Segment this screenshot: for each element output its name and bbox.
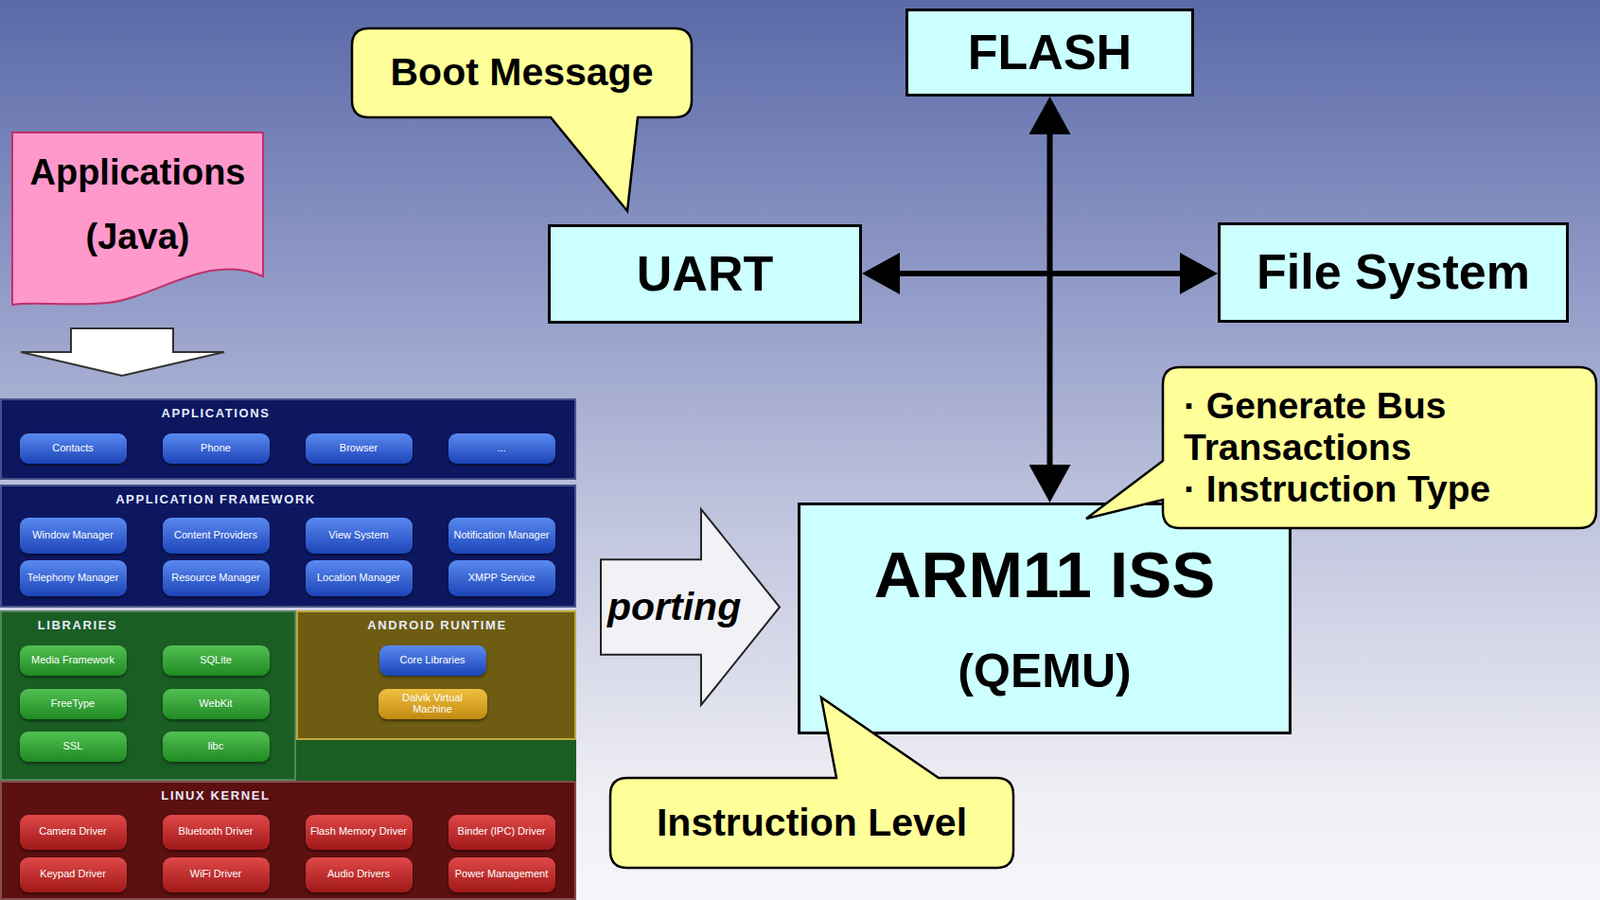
node-label: Notification Manager <box>454 529 550 542</box>
component-button: Location Manager <box>305 560 413 597</box>
node-label: libc <box>208 740 225 753</box>
node-label: File System <box>1256 244 1530 301</box>
component-button: Telephony Manager <box>19 560 127 597</box>
arrow-outline <box>600 509 780 705</box>
processor-box: ARM11 ISS (QEMU) <box>797 502 1292 735</box>
node-label: Binder (IPC) Driver <box>457 826 546 838</box>
node-label: Window Manager <box>32 529 114 542</box>
node-label: ... <box>496 442 506 455</box>
node-label: Boot Message <box>390 50 654 95</box>
node-label: Phone <box>200 442 231 455</box>
layer-heading: APPLICATION FRAMEWORK <box>115 492 317 507</box>
node-label: Camera Driver <box>38 826 107 838</box>
node-label: XMPP Service <box>468 572 536 584</box>
block-box: UART <box>547 224 862 324</box>
layer-band: LINUX KERNEL Camera Driver Bluetooth Drive… <box>0 780 577 900</box>
component-button: Notification Manager <box>448 517 556 554</box>
node-label: UART <box>636 246 774 303</box>
component-button: Media Framework <box>19 645 127 676</box>
node-label: Resource Manager <box>171 572 261 584</box>
component-button: Camera Driver <box>19 814 127 850</box>
node-label: Keypad Driver <box>39 868 106 880</box>
component-button: XMPP Service <box>448 560 556 597</box>
component-button: Core Libraries <box>379 645 487 676</box>
callout-outline <box>1086 367 1597 528</box>
callout-box: Instruction Level <box>610 777 1014 868</box>
node-label: WiFi Driver <box>190 868 242 880</box>
node-label: Media Framework <box>31 654 115 667</box>
component-button: Dalvik Virtual Machine <box>378 688 488 720</box>
node-label: WebKit <box>198 698 232 710</box>
node-label: SSL <box>63 740 84 753</box>
node-label: (Java) <box>86 216 191 258</box>
node-label: FLASH <box>967 24 1132 82</box>
layer-band: APPLICATIONS Contacts Phone Browser... <box>0 398 577 480</box>
document-outline <box>12 132 264 305</box>
component-button: Binder (IPC) Driver <box>448 814 556 850</box>
node-label: Content Providers <box>174 529 258 542</box>
component-button: Power Management <box>448 857 556 893</box>
node-label: porting <box>607 584 741 630</box>
node-label: Bluetooth Driver <box>178 826 254 838</box>
node-label: ARM11 ISS <box>874 537 1215 613</box>
block-arrow: porting <box>599 508 781 706</box>
document-shape: Applications (Java) <box>12 132 264 307</box>
component-button: Contacts <box>19 433 127 464</box>
component-button: Audio Drivers <box>305 857 413 893</box>
layer-heading: APPLICATIONS <box>160 405 270 421</box>
component-button: Content Providers <box>162 517 270 554</box>
component-button: Flash Memory Driver <box>305 814 413 850</box>
component-button: Phone <box>162 433 270 464</box>
component-button: Window Manager <box>19 517 127 554</box>
down-block-arrow <box>20 328 225 376</box>
node-label: Dalvik Virtual Machine <box>382 692 484 715</box>
callout-outline <box>351 28 692 211</box>
component-button: ... <box>448 433 556 464</box>
node-label: Audio Drivers <box>327 868 390 880</box>
component-button: WebKit <box>162 688 270 720</box>
node-label: Location Manager <box>316 572 401 584</box>
component-button: FreeType <box>19 688 127 720</box>
component-button: SQLite <box>162 645 270 676</box>
node-label: Instruction Level <box>656 800 968 845</box>
layer-heading: ANDROID RUNTIME <box>367 617 508 633</box>
block-box: FLASH <box>905 8 1195 97</box>
bus-connector <box>871 270 1209 277</box>
layer-band: APPLICATION FRAMEWORK Window Manager Conte… <box>0 484 577 608</box>
callout-outline <box>610 697 1014 868</box>
node-label: · Generate Bus Transactions <box>1183 385 1582 469</box>
node-label: FreeType <box>51 698 95 710</box>
node-label: Applications <box>29 152 246 194</box>
node-label: Power Management <box>455 868 548 880</box>
component-button: View System <box>305 517 413 554</box>
bus-connector <box>1047 105 1054 493</box>
callout-box: Boot Message <box>351 28 692 118</box>
component-button: Browser <box>305 433 413 464</box>
node-label: Browser <box>339 442 378 455</box>
block-box: File System <box>1217 222 1569 323</box>
node-label: Core Libraries <box>399 654 465 667</box>
component-button: Keypad Driver <box>19 857 127 893</box>
layer-heading: LINUX KERNEL <box>160 788 270 803</box>
component-button: Bluetooth Driver <box>162 814 270 850</box>
node-label: SQLite <box>199 654 232 667</box>
callout-box: · Generate Bus Transactions· Instruction… <box>1162 367 1597 528</box>
layer-band: LIBRARIES Media Framework SQLiteFreeType We… <box>0 610 297 781</box>
layer-band: ANDROID RUNTIME Core LibrariesDalvik Virt… <box>296 610 577 740</box>
component-button: libc <box>162 731 270 762</box>
component-button: Resource Manager <box>162 560 270 597</box>
layer-heading: LIBRARIES <box>37 617 118 633</box>
node-label: View System <box>328 529 388 542</box>
libraries-filler <box>296 738 577 781</box>
component-button: SSL <box>19 731 127 762</box>
node-label: Contacts <box>52 442 93 455</box>
component-button: WiFi Driver <box>162 857 270 893</box>
node-label: · Instruction Type <box>1183 468 1491 510</box>
node-label: Telephony Manager <box>27 572 120 584</box>
node-label: (QEMU) <box>957 644 1131 700</box>
node-label: Flash Memory Driver <box>310 826 407 838</box>
